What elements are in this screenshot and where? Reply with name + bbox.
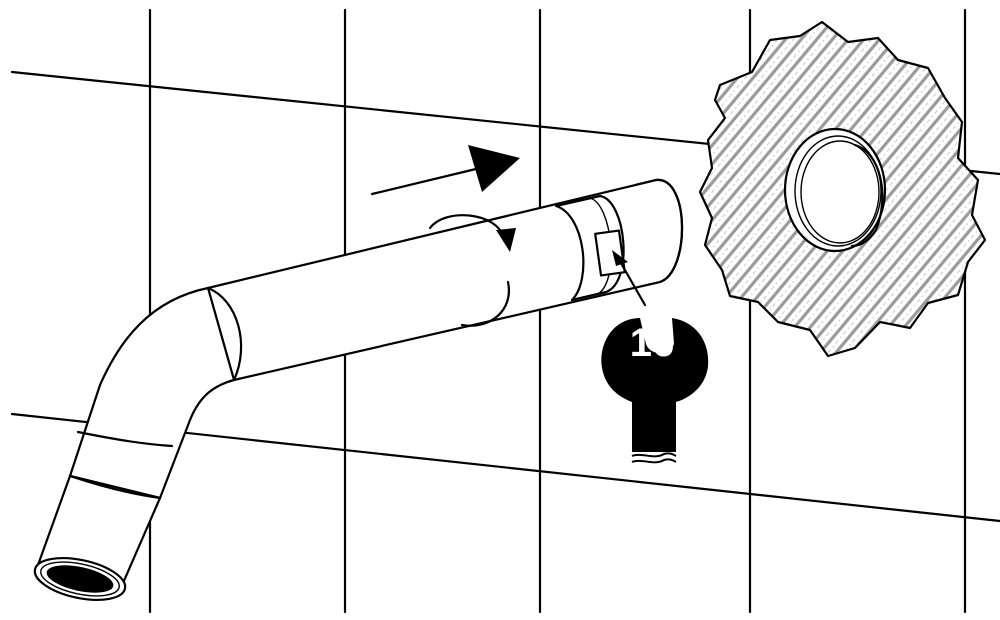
spout-set-screw [594, 229, 626, 277]
insertion-arrow [370, 145, 520, 196]
rotation-arrowhead [496, 228, 516, 252]
spout-aerator-ring [40, 561, 120, 597]
spout-outlet-seam [68, 474, 162, 500]
opening-bore [850, 143, 884, 248]
spout [33, 178, 684, 602]
spout-aerator-mesh [46, 565, 114, 593]
wrench-body [601, 318, 709, 452]
spout-elbow-seam [76, 430, 174, 448]
leader-line-shaft [616, 256, 647, 307]
spout-pipe-end [654, 178, 684, 284]
insertion-arrow-shaft [370, 166, 482, 196]
leader-arrowhead [612, 250, 628, 266]
rotation-arc-bottom [460, 280, 511, 327]
spout-elbow-joint [206, 286, 243, 382]
open-end-wrench-icon: 16 [601, 318, 709, 464]
rotation-arc-top [428, 214, 505, 238]
spout-elbow [68, 286, 236, 500]
insertion-arrowhead [468, 145, 520, 192]
leader-line [612, 250, 647, 307]
opening-ring-outer [783, 127, 887, 253]
opening-ring-inner [794, 135, 882, 247]
wrench-size-label: 16 [630, 321, 675, 365]
wall-opening [698, 20, 987, 358]
rotation-arrow [428, 214, 516, 327]
opening-ring-inner [800, 140, 880, 244]
